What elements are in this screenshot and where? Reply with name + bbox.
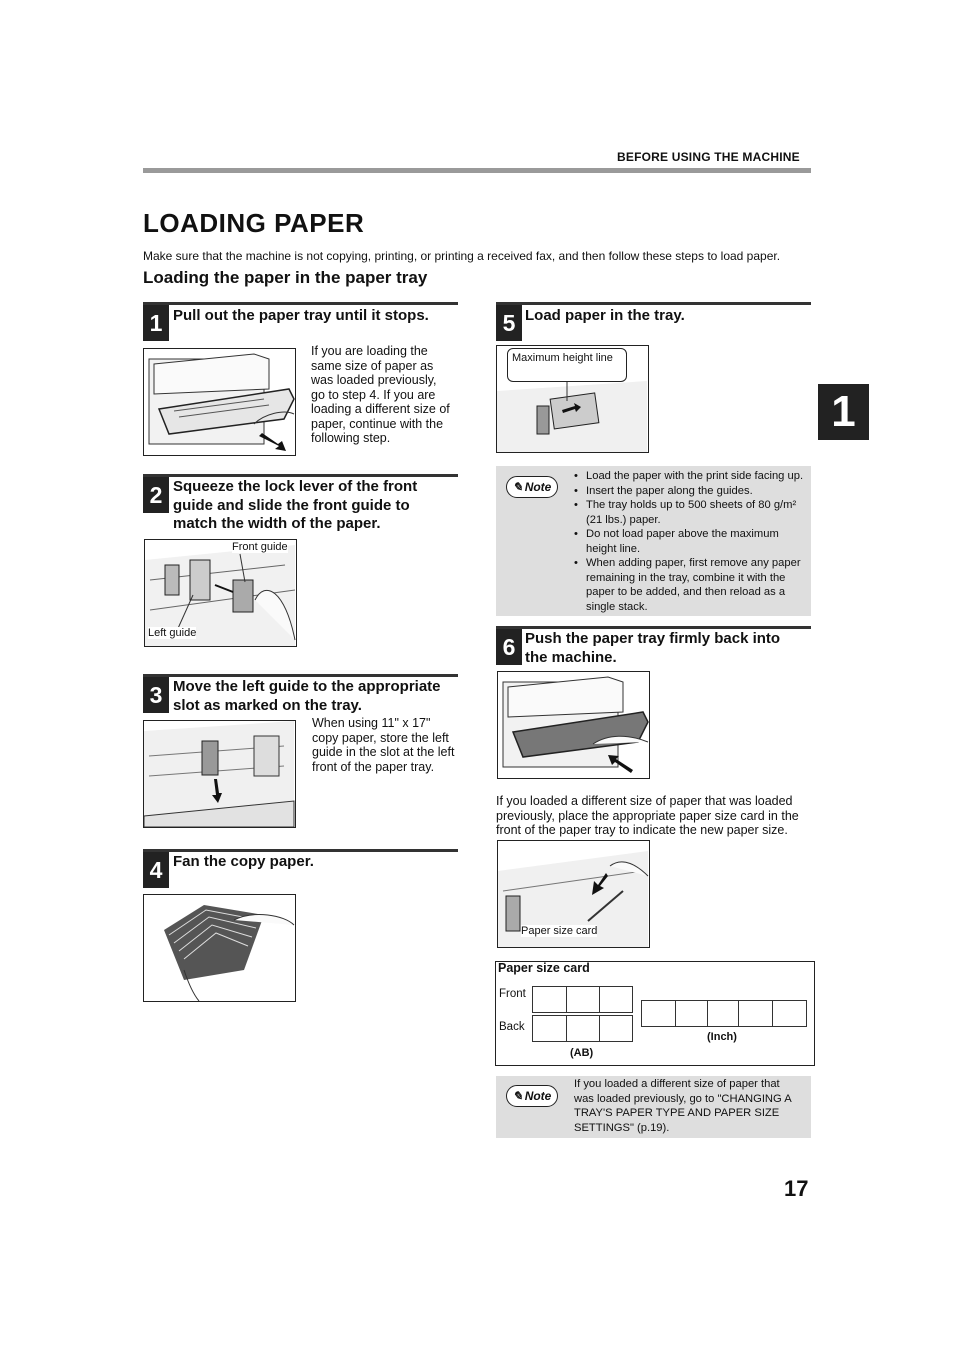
- note-item: Load the paper with the print side facin…: [574, 469, 804, 484]
- step-4-title: Fan the copy paper.: [173, 853, 314, 870]
- front-label: Front: [499, 988, 526, 1000]
- chapter-tab[interactable]: 1: [818, 384, 869, 440]
- note-item: Insert the paper along the guides.: [574, 484, 804, 499]
- step-4-number: 4: [143, 852, 169, 888]
- page-number: 17: [784, 1176, 809, 1201]
- step-3-body-line: guide in the slot at the left: [312, 745, 455, 759]
- note-2-text: If you loaded a different size of paper …: [574, 1077, 792, 1135]
- note-badge-2: ✎Note: [506, 1085, 558, 1107]
- inch-label: (Inch): [707, 1031, 737, 1043]
- step-2-rule: [143, 474, 458, 477]
- step-1-body-line: go to step 4. If you are: [311, 387, 436, 402]
- ab-label: (AB): [570, 1047, 594, 1059]
- paper-card-text-line: front of the paper tray to indicate the …: [496, 823, 788, 837]
- step-3-title-line: Move the left guide to the appropriate: [173, 678, 441, 695]
- note-2-line: SETTINGS" (p.19).: [574, 1121, 670, 1134]
- note-badge-label: Note: [524, 480, 552, 494]
- step-3-body: When using 11" x 17" copy paper, store t…: [312, 716, 454, 774]
- step-2-title-line: guide and slide the front guide to: [173, 496, 410, 514]
- max-height-label: Maximum height line: [512, 352, 613, 364]
- step-3-body-line: When using 11" x 17": [312, 716, 431, 730]
- step-1-title: Pull out the paper tray until it stops.: [173, 307, 429, 324]
- note-1-list: Load the paper with the print side facin…: [574, 469, 804, 614]
- pencil-icon: ✎: [512, 480, 523, 494]
- ab-card-back: [532, 1015, 633, 1042]
- step-5-number: 5: [496, 305, 522, 341]
- step-1-body-line: was loaded previously,: [311, 373, 437, 387]
- step-1-number: 1: [143, 305, 169, 341]
- running-header: BEFORE USING THE MACHINE: [617, 150, 800, 164]
- note-item: The tray holds up to 500 sheets of 80 g/…: [574, 498, 804, 527]
- paper-size-card-title: Paper size card: [498, 961, 590, 975]
- paper-card-text-line: If you loaded a different size of paper …: [496, 794, 793, 808]
- paper-size-card-figure-label: Paper size card: [521, 925, 598, 937]
- page-title: LOADING PAPER: [143, 208, 365, 238]
- step-6-title: Push the paper tray firmly back into the…: [525, 630, 780, 667]
- step-2-number: 2: [143, 477, 169, 513]
- step-1-rule: [143, 302, 458, 305]
- step-6-title-line: Push the paper tray firmly back into: [525, 630, 781, 647]
- step-1-body-line: paper, continue with the: [311, 416, 444, 431]
- step-1-body: If you are loading the same size of pape…: [311, 344, 450, 446]
- step-2-title-line: match the width of the paper.: [173, 515, 381, 532]
- step-3-title-line: slot as marked on the tray.: [173, 696, 362, 714]
- inch-card: [641, 1000, 807, 1027]
- step-1-body-line: following step.: [311, 431, 391, 445]
- step-4-illustration: [143, 894, 296, 1002]
- step-5-title: Load paper in the tray.: [525, 307, 685, 324]
- back-label: Back: [499, 1021, 525, 1033]
- note-2-line: TRAY'S PAPER TYPE AND PAPER SIZE: [574, 1107, 780, 1119]
- step-3-title: Move the left guide to the appropriate s…: [173, 678, 441, 715]
- paper-card-instructions: If you loaded a different size of paper …: [496, 794, 816, 838]
- step-6-illustration: [497, 671, 650, 779]
- header-rule: [143, 168, 811, 173]
- step-1-illustration: [143, 348, 296, 456]
- step-6-title-line: the machine.: [525, 648, 617, 666]
- step-3-number: 3: [143, 677, 169, 713]
- pencil-icon: ✎: [512, 1089, 523, 1103]
- step-1-body-line: If you are loading the: [311, 344, 428, 358]
- paper-size-card-diagram: [495, 961, 815, 1066]
- section-title: Loading the paper in the paper tray: [143, 268, 428, 287]
- step-6-number: 6: [496, 629, 522, 665]
- step-2-title-line: Squeeze the lock lever of the front: [173, 478, 418, 495]
- step-5-rule: [496, 302, 811, 305]
- step-3-body-line: front of the paper tray.: [312, 759, 435, 774]
- note-badge-label: Note: [524, 1089, 552, 1103]
- step-3-rule: [143, 674, 458, 677]
- step-2-title: Squeeze the lock lever of the front guid…: [173, 478, 417, 534]
- note-2-line: was loaded previously, go to "CHANGING A: [574, 1092, 792, 1105]
- ab-card-front: [532, 986, 633, 1013]
- note-2-line: If you loaded a different size of paper …: [574, 1078, 780, 1090]
- step-1-body-line: same size of paper as: [311, 358, 434, 373]
- left-guide-label: Left guide: [148, 627, 197, 639]
- note-item: When adding paper, first remove any pape…: [574, 556, 804, 614]
- step-4-rule: [143, 849, 458, 852]
- intro-text: Make sure that the machine is not copyin…: [143, 249, 781, 263]
- step-6-rule: [496, 626, 811, 629]
- step-1-body-line: loading a different size of: [311, 402, 450, 416]
- front-guide-label: Front guide: [232, 541, 288, 553]
- note-item: Do not load paper above the maximum heig…: [574, 527, 804, 556]
- step-3-illustration: [143, 720, 296, 828]
- step-3-body-line: copy paper, store the left: [312, 730, 449, 745]
- note-badge-1: ✎Note: [506, 476, 558, 498]
- paper-card-text-line: previously, place the appropriate paper …: [496, 808, 799, 823]
